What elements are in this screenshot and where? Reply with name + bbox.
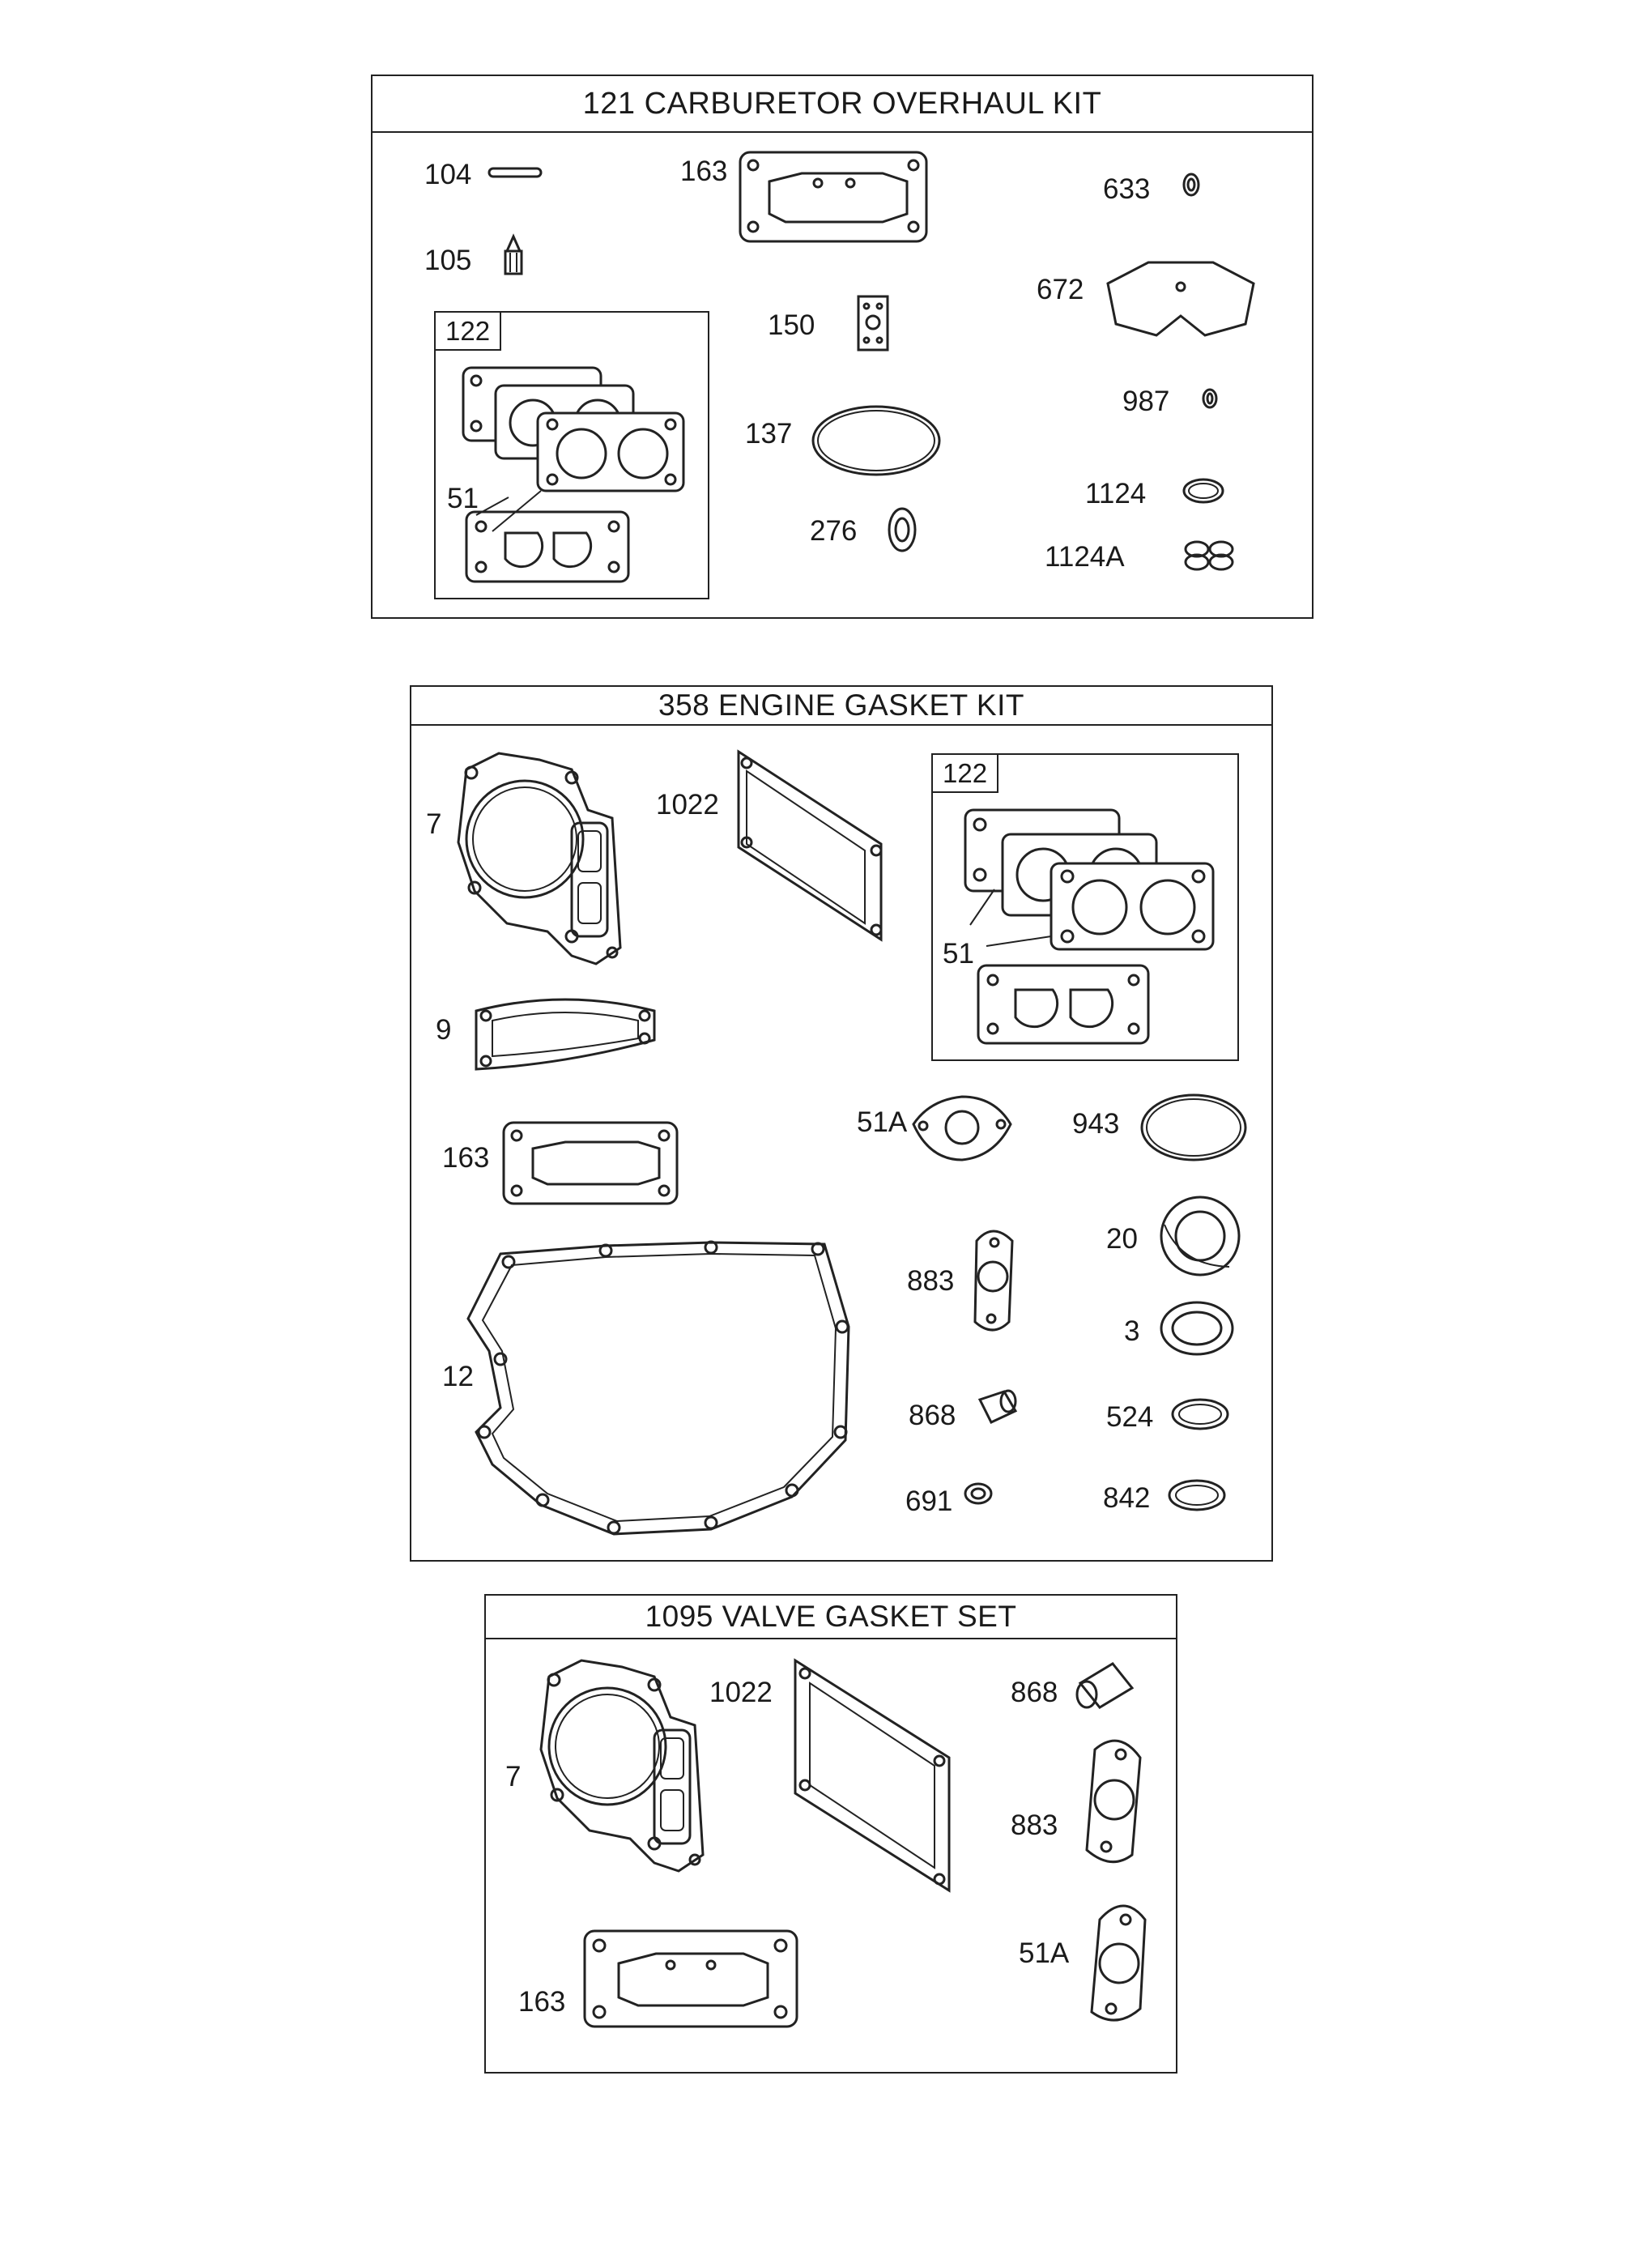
kit-title: 121 CARBURETOR OVERHAUL KIT bbox=[373, 76, 1312, 133]
breather-gasket-9-icon bbox=[475, 998, 656, 1071]
o-ring-842-icon bbox=[1168, 1479, 1226, 1511]
part-label-943: 943 bbox=[1072, 1108, 1120, 1140]
part-label-51: 51 bbox=[447, 483, 479, 514]
kit-title: 358 ENGINE GASKET KIT bbox=[411, 687, 1271, 726]
gasket-883-icon bbox=[973, 1230, 1014, 1332]
part-label-163: 163 bbox=[518, 1986, 566, 2018]
part-label-105: 105 bbox=[424, 245, 472, 276]
part-label-7: 7 bbox=[426, 808, 442, 840]
part-label-883: 883 bbox=[1011, 1809, 1058, 1841]
part-label-20: 20 bbox=[1106, 1223, 1138, 1255]
o-ring-137-icon bbox=[811, 405, 941, 476]
part-label-1022: 1022 bbox=[709, 1677, 773, 1708]
seal-868-icon bbox=[1075, 1662, 1135, 1709]
valve-gasket-set-panel: 1095 VALVE GASKET SET 7 1022 868 883 51A bbox=[484, 1594, 1177, 2074]
part-label-1022: 1022 bbox=[656, 789, 719, 820]
head-gasket-7-icon bbox=[539, 1659, 705, 1873]
seal-20-icon bbox=[1160, 1196, 1241, 1277]
part-label-7: 7 bbox=[505, 1761, 522, 1792]
cover-gasket-1022-icon bbox=[737, 749, 883, 942]
gasket-883-icon bbox=[1085, 1739, 1142, 1864]
o-ring-943-icon bbox=[1140, 1093, 1247, 1161]
pin-104-icon bbox=[488, 167, 543, 178]
engine-gasket-kit-panel: 358 ENGINE GASKET KIT 7 1022 122 bbox=[410, 685, 1273, 1562]
part-label-12: 12 bbox=[442, 1361, 474, 1392]
gasket-163-icon bbox=[739, 151, 928, 243]
part-label-163: 163 bbox=[442, 1142, 490, 1174]
part-label-1124A: 1124A bbox=[1045, 541, 1125, 573]
part-label-691: 691 bbox=[905, 1485, 953, 1517]
part-label-842: 842 bbox=[1103, 1482, 1151, 1514]
gasket-stack-51-icon bbox=[964, 808, 1215, 1045]
gasket-672-icon bbox=[1106, 261, 1255, 337]
o-ring-524-icon bbox=[1171, 1398, 1229, 1430]
gasket-163-icon bbox=[583, 1929, 798, 2028]
part-label-137: 137 bbox=[745, 418, 793, 450]
kit-title: 1095 VALVE GASKET SET bbox=[486, 1596, 1176, 1639]
part-label-987: 987 bbox=[1122, 386, 1170, 417]
engine-subkit-122-box: 122 51 bbox=[931, 753, 1239, 1061]
part-label-51A: 51A bbox=[1019, 1937, 1070, 1969]
part-label-524: 524 bbox=[1106, 1401, 1154, 1433]
part-label-1124: 1124 bbox=[1085, 478, 1147, 509]
washer-633-icon bbox=[1182, 173, 1200, 197]
part-label-883: 883 bbox=[907, 1265, 955, 1297]
part-label-868: 868 bbox=[1011, 1677, 1058, 1708]
part-label-276: 276 bbox=[810, 515, 858, 547]
gasket-1124A-icon bbox=[1184, 540, 1234, 571]
part-label-3: 3 bbox=[1124, 1315, 1140, 1347]
o-ring-1124-icon bbox=[1182, 478, 1224, 504]
needle-105-icon bbox=[504, 233, 523, 275]
cover-gasket-1022-icon bbox=[794, 1658, 951, 1893]
part-label-150: 150 bbox=[768, 309, 815, 341]
subkit-tag: 122 bbox=[933, 755, 999, 793]
carburetor-overhaul-kit-panel: 121 CARBURETOR OVERHAUL KIT 104 163 633 … bbox=[371, 75, 1314, 619]
part-label-633: 633 bbox=[1103, 173, 1151, 205]
gasket-stack-51-icon bbox=[462, 366, 685, 583]
seal-691-icon bbox=[964, 1482, 993, 1505]
crankcase-gasket-12-icon bbox=[466, 1240, 850, 1536]
part-label-51A: 51A bbox=[857, 1106, 908, 1138]
part-label-9: 9 bbox=[436, 1014, 452, 1046]
washer-987-icon bbox=[1202, 388, 1218, 409]
head-gasket-7-icon bbox=[457, 752, 622, 965]
part-label-51: 51 bbox=[943, 938, 974, 970]
part-label-163: 163 bbox=[680, 156, 728, 187]
carburetor-subkit-122-box: 122 51 bbox=[434, 311, 709, 599]
seal-868-icon bbox=[977, 1389, 1018, 1424]
part-label-104: 104 bbox=[424, 159, 472, 190]
part-label-672: 672 bbox=[1037, 274, 1084, 305]
subkit-tag: 122 bbox=[436, 313, 502, 351]
gasket-51A-icon bbox=[912, 1095, 1012, 1161]
seal-276-icon bbox=[888, 507, 917, 552]
gasket-163-icon bbox=[502, 1121, 679, 1205]
gasket-51A-icon bbox=[1090, 1904, 1147, 2022]
gasket-150-icon bbox=[857, 295, 889, 352]
seal-3-icon bbox=[1160, 1301, 1234, 1356]
part-label-868: 868 bbox=[909, 1400, 956, 1431]
